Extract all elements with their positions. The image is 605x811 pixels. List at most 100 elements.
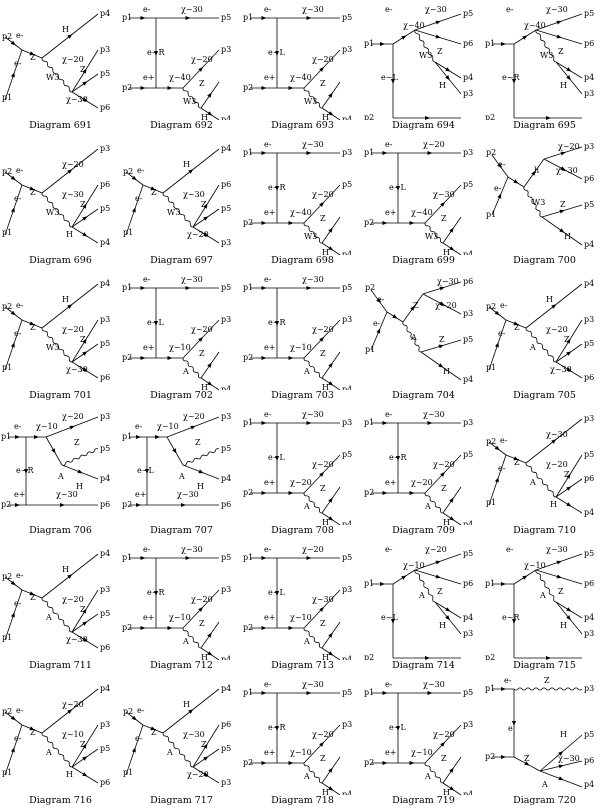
- diagram-caption: Diagram 699: [392, 255, 455, 266]
- particle-label: χ~20: [433, 460, 455, 469]
- particle-label: p4: [342, 250, 352, 255]
- particle-label: χ~40: [169, 73, 191, 82]
- fermion-line: [162, 148, 220, 194]
- particle-label: p6: [584, 579, 594, 588]
- particle-label: e+: [264, 208, 275, 217]
- particle-label: Z: [201, 740, 207, 749]
- particle-label: p2: [243, 488, 253, 497]
- particle-label: e-: [506, 5, 514, 14]
- particle-label: p6: [221, 180, 231, 189]
- particle-label: p1: [122, 13, 132, 22]
- particle-label: Z: [320, 619, 326, 628]
- particle-label: p5: [100, 339, 110, 348]
- particle-label: e-: [14, 422, 22, 431]
- fermion-line: [442, 512, 462, 525]
- fermion-line: [507, 176, 525, 188]
- particle-label: p5: [342, 13, 352, 22]
- particle-label: e-: [16, 301, 24, 310]
- particle-label: p3: [100, 585, 110, 594]
- particle-label: p5: [463, 9, 473, 18]
- particle-label: A: [529, 478, 536, 487]
- particle-label: Z: [30, 728, 36, 737]
- fermion-line: [41, 283, 99, 329]
- fermion-line: [525, 418, 583, 464]
- particle-label: e+: [135, 490, 146, 499]
- fermion-line: [442, 242, 462, 255]
- diagram-caption: Diagram 714: [392, 660, 455, 671]
- particle-label: e: [508, 724, 513, 733]
- particle-label: H: [439, 81, 446, 90]
- fermion-line: [71, 613, 99, 633]
- particle-label: p3: [463, 418, 473, 427]
- fermion-line: [434, 601, 462, 619]
- particle-label: Z: [320, 349, 326, 358]
- particle-label: p4: [342, 520, 352, 525]
- particle-label: χ~10: [169, 343, 191, 352]
- particle-label: p6: [100, 373, 110, 382]
- fermion-line: [442, 216, 462, 244]
- particle-label: W3: [304, 97, 317, 106]
- particle-label: A: [182, 637, 189, 646]
- particle-label: Z: [441, 214, 447, 223]
- particle-label: H: [560, 81, 567, 90]
- particle-label: p2: [486, 437, 496, 446]
- diagram-caption: Diagram 705: [513, 390, 576, 401]
- fermion-line: [392, 29, 416, 45]
- particle-label: χ~40: [290, 208, 312, 217]
- particle-label: χ~10: [169, 613, 191, 622]
- particle-label: e-: [385, 410, 393, 419]
- particle-label: p3: [463, 720, 473, 729]
- particle-label: p6: [221, 500, 231, 509]
- particle-label: p6: [100, 180, 110, 189]
- particle-label: Z: [80, 65, 86, 74]
- particle-label: χ~30: [550, 365, 572, 374]
- particle-label: H: [322, 383, 329, 390]
- fermion-line: [4, 36, 23, 51]
- particle-label: χ~20: [183, 412, 205, 421]
- particle-label: p5: [100, 609, 110, 618]
- particle-label: Z: [320, 484, 326, 493]
- particle-label: p1: [243, 688, 253, 697]
- fermion-line: [539, 770, 583, 788]
- particle-label: p1: [122, 283, 132, 292]
- particle-label: e+: [143, 343, 154, 352]
- particle-label: p6: [584, 474, 594, 483]
- particle-label: p1: [122, 432, 132, 441]
- fermion-line: [535, 553, 583, 571]
- particle-label: Z: [30, 593, 36, 602]
- diagram-caption: Diagram 691: [29, 120, 92, 131]
- boson-line: [182, 87, 202, 109]
- particle-label: χ~20: [62, 55, 84, 64]
- diagram-caption: Diagram 696: [29, 255, 92, 266]
- fermion-line: [166, 436, 184, 466]
- particle-label: H: [322, 248, 329, 255]
- particle-label: p3: [100, 315, 110, 324]
- particle-label: p4: [584, 73, 594, 82]
- particle-label: p3: [584, 142, 594, 151]
- particle-label: Z: [564, 470, 570, 479]
- particle-label: p3: [342, 720, 352, 729]
- particle-label: p2: [486, 148, 496, 157]
- particle-label: e-: [135, 734, 143, 743]
- fermion-line: [21, 49, 43, 59]
- particle-label: χ~30: [423, 410, 445, 419]
- particle-label: Z: [439, 335, 445, 344]
- particle-label: H: [443, 518, 450, 525]
